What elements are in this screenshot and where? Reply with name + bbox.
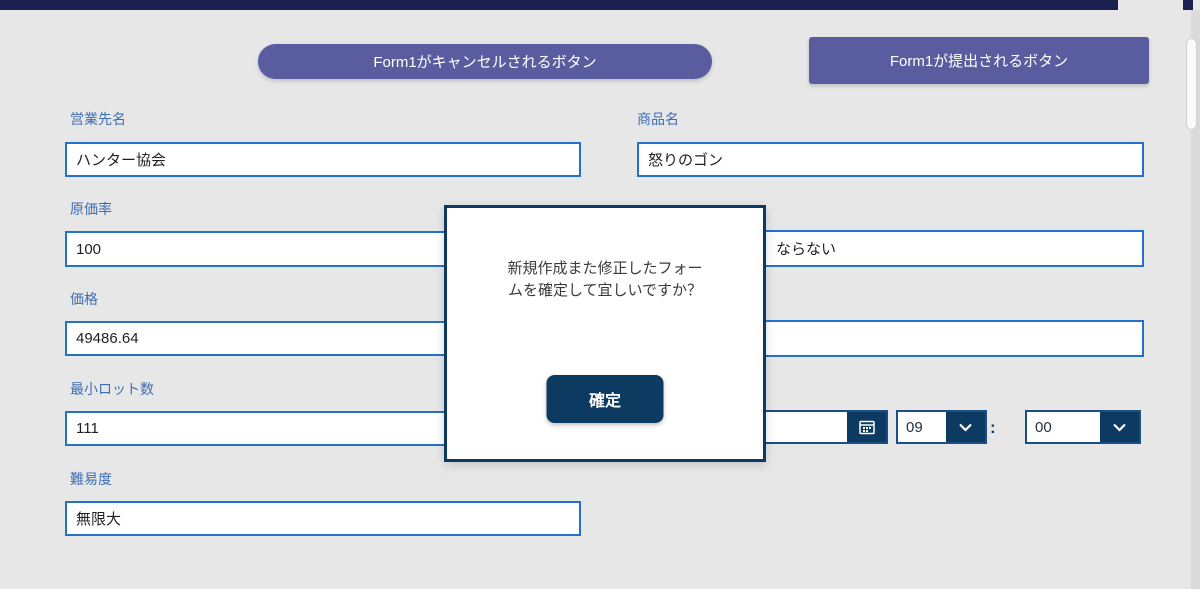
form-submit-button[interactable]: Form1が提出されるボタン [809,37,1149,84]
sales-name-input[interactable] [65,142,581,177]
difficulty-input[interactable] [65,501,581,536]
product-name-input[interactable] [637,142,1144,177]
difficulty-label: 難易度 [70,471,112,487]
minute-dropdown[interactable]: 00 [1025,410,1141,444]
calendar-icon [858,418,876,436]
calendar-button[interactable] [847,412,886,442]
sales-name-label: 営業先名 [70,111,126,127]
hour-value: 09 [906,418,923,436]
chevron-down-icon [958,422,973,433]
time-separator: : [990,418,996,437]
confirm-dialog-message: 新規作成また修正したフォームを確定して宜しいですか？ [507,260,703,299]
minute-dropdown-button[interactable] [1100,412,1139,442]
scrollbar-thumb[interactable] [1186,38,1197,130]
chevron-down-icon [1112,422,1127,433]
minute-value: 00 [1035,418,1052,436]
price-label: 価格 [70,291,98,307]
confirm-dialog: 新規作成また修正したフォームを確定して宜しいですか？ 確定 [444,205,766,462]
product-name-label: 商品名 [637,111,679,127]
cost-rate-label: 原価率 [70,201,112,217]
top-accent-bar-fragment [1183,0,1193,10]
scrollbar-track[interactable] [1191,10,1200,589]
confirm-button[interactable]: 確定 [546,375,664,423]
top-accent-bar [0,0,1118,10]
hour-dropdown[interactable]: 09 [896,410,987,444]
form-cancel-button[interactable]: Form1がキャンセルされるボタン [258,44,712,79]
hour-dropdown-button[interactable] [946,412,985,442]
min-lot-label: 最小ロット数 [70,381,154,397]
